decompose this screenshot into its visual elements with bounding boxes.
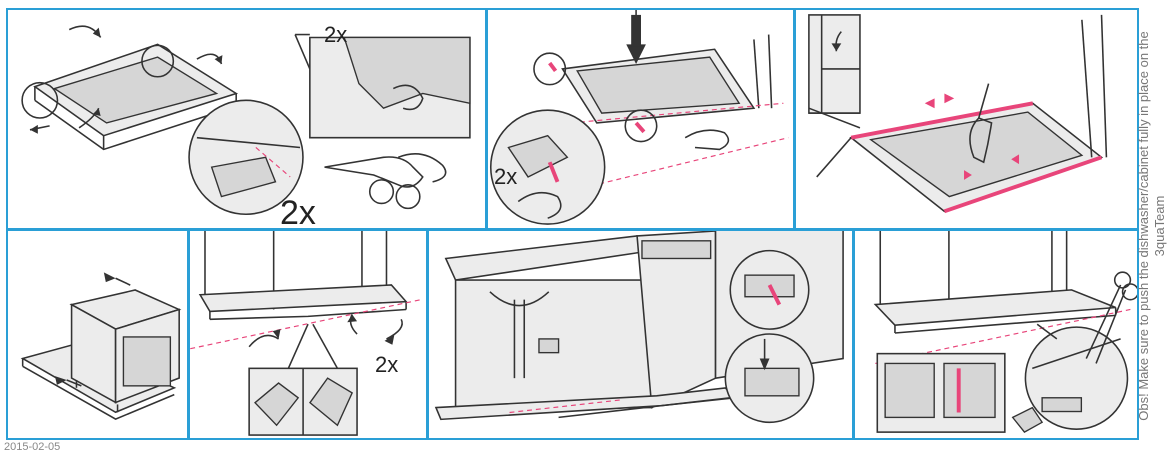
panel-1-prepare-tray: 2x 2x xyxy=(6,8,487,230)
side-note: Obs! Make sure to push the dishwasher/ca… xyxy=(1136,16,1168,436)
panel-7-illustration xyxy=(855,231,1137,438)
panel-3-illustration xyxy=(796,10,1137,228)
panel-4-illustration xyxy=(8,231,187,438)
panel-4-slide-cabinet xyxy=(6,229,189,440)
panel-7-trim-strip xyxy=(853,229,1139,440)
panel-2-insert-tray: 2x xyxy=(486,8,795,230)
panel-2-label-2x: 2x xyxy=(494,166,517,188)
issue-date: 2015-02-05 xyxy=(4,441,60,453)
panel-1-illustration xyxy=(8,10,485,228)
panel-2-illustration xyxy=(488,10,793,228)
panel-5-illustration xyxy=(190,231,426,438)
panel-1-label-2x-bottom: 2x xyxy=(280,196,316,230)
panel-5-align-front-strip: 2x xyxy=(188,229,428,440)
panel-5-label-2x: 2x xyxy=(375,354,398,376)
panel-1-label-2x-top: 2x xyxy=(324,24,347,46)
panel-6-illustration xyxy=(429,231,852,438)
panel-3-seal-edges xyxy=(794,8,1139,230)
panel-6-mount-dishwasher xyxy=(427,229,854,440)
